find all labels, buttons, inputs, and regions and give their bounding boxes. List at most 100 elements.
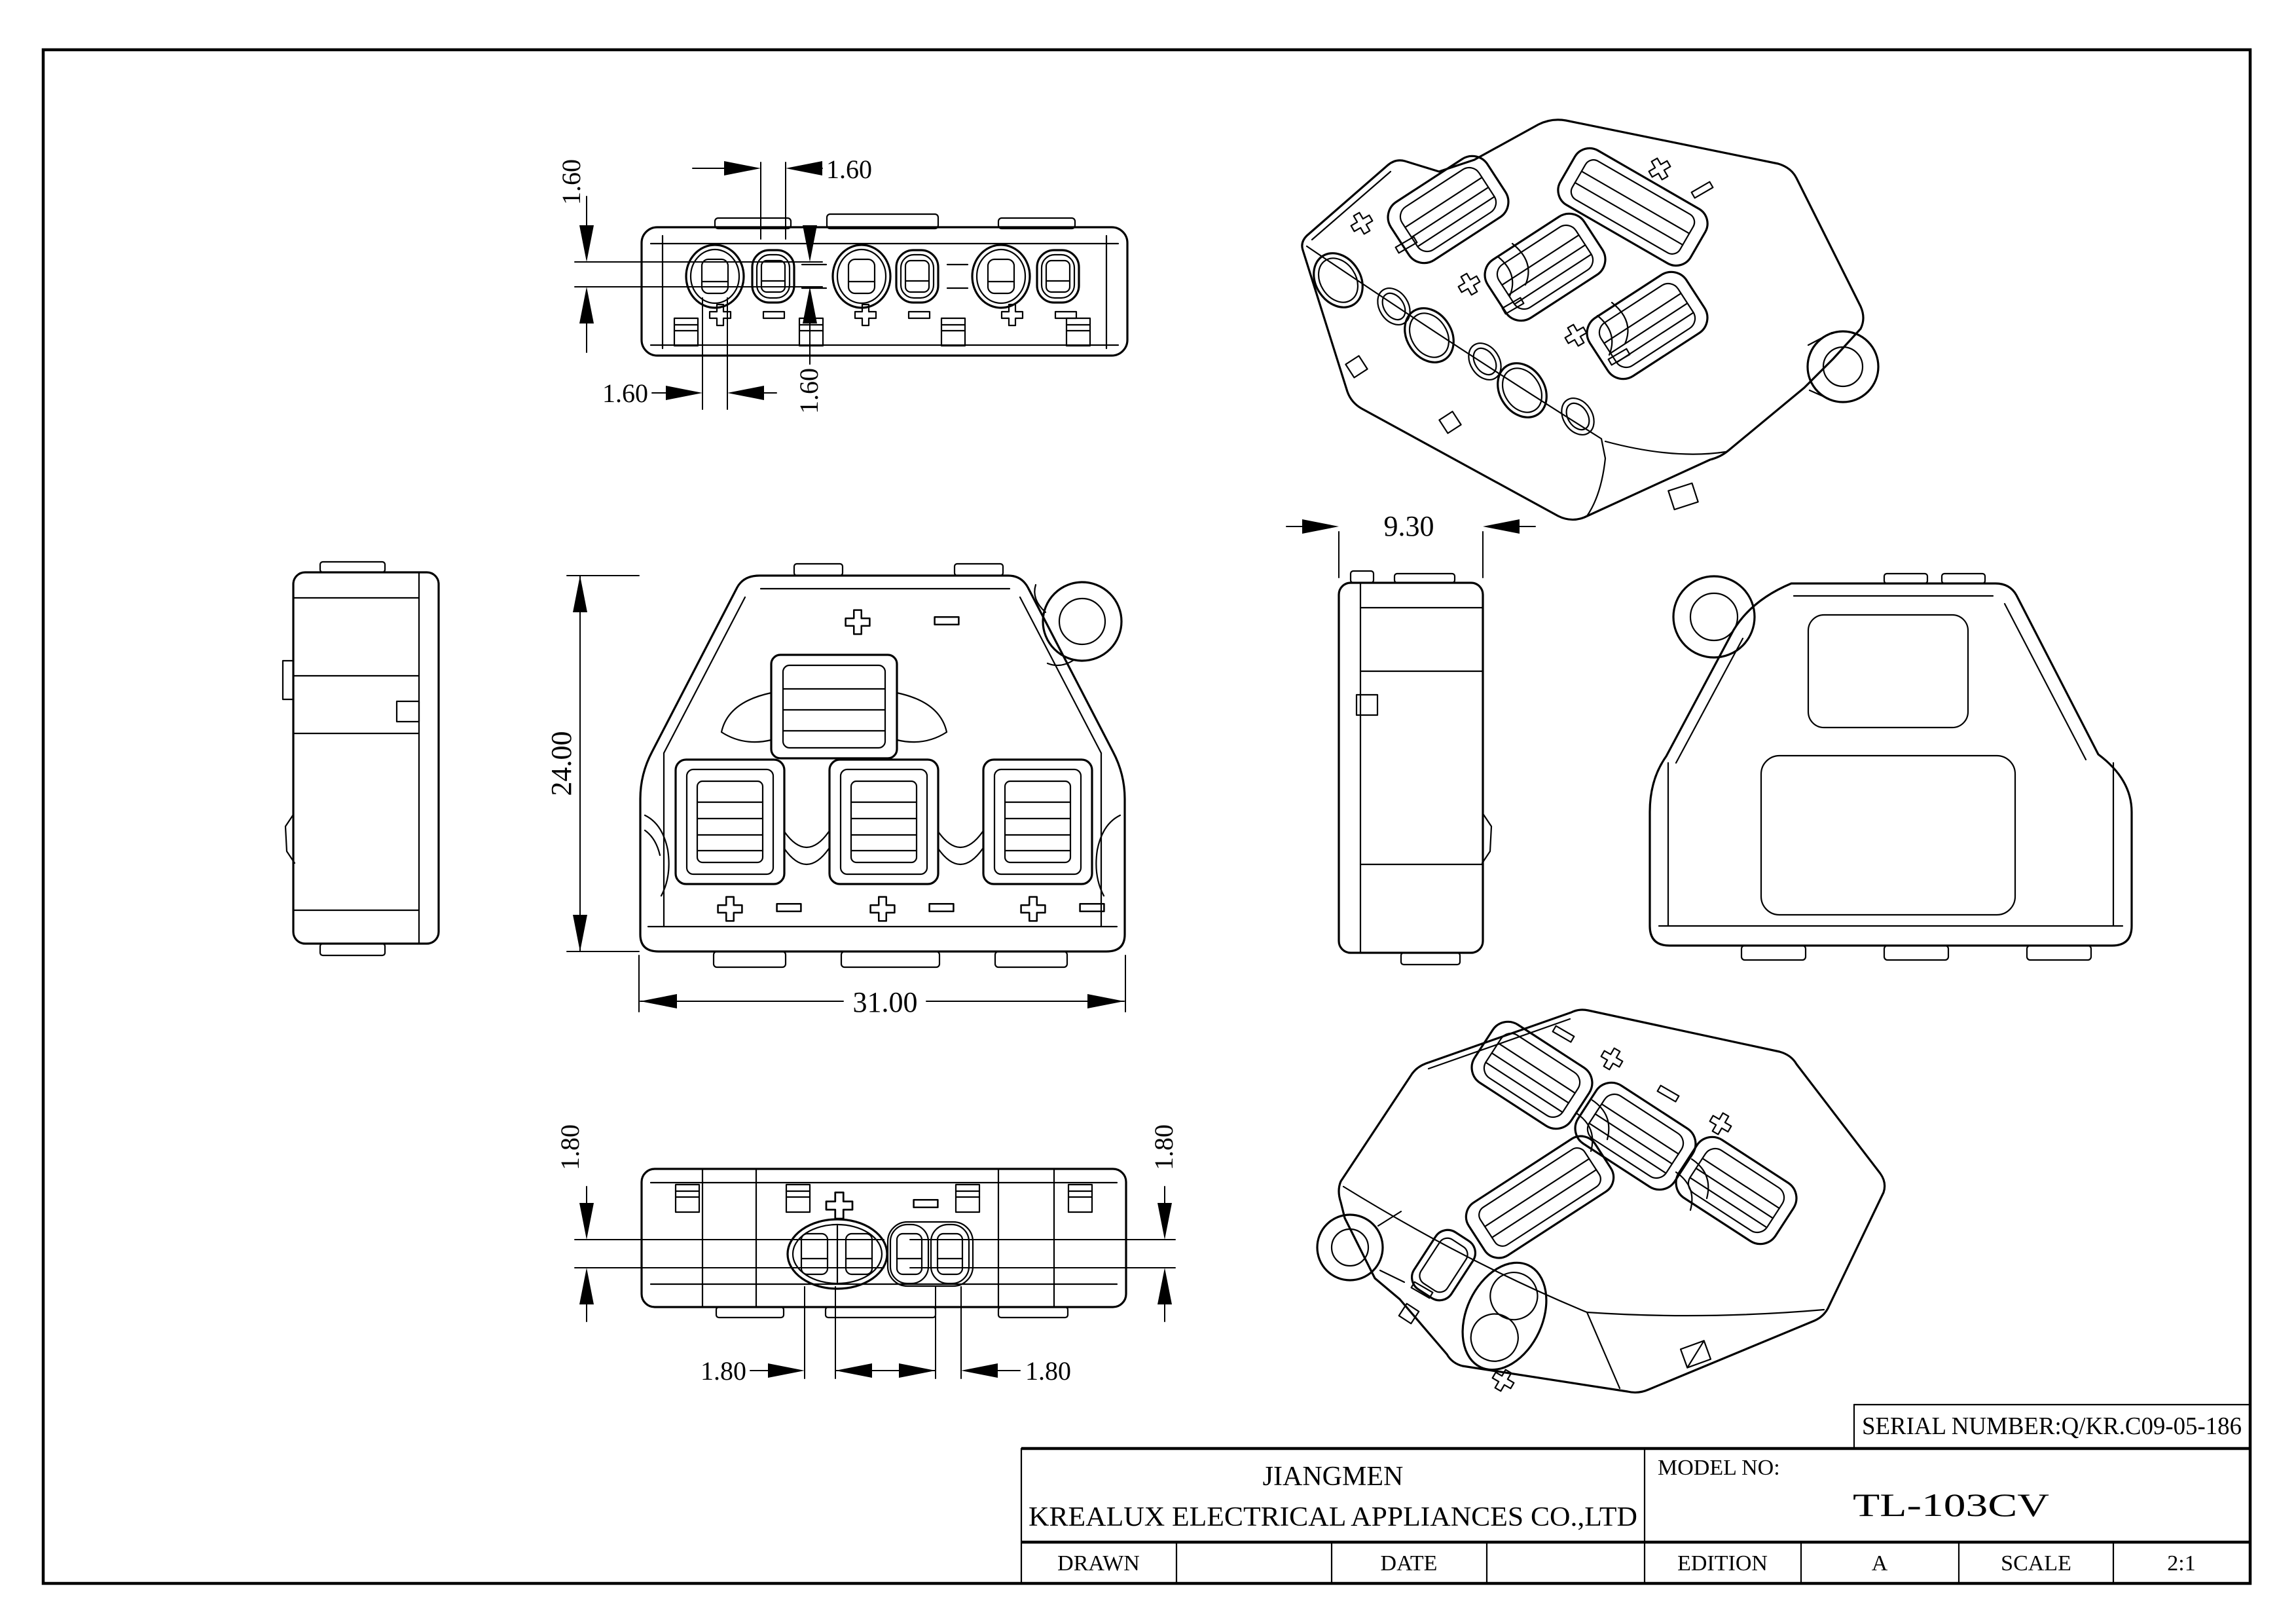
- side-latch-window: [1355, 693, 1379, 716]
- mounting-ear: [1316, 1213, 1384, 1282]
- polarity-minus-icon: [907, 310, 931, 320]
- lever-wing: [720, 692, 773, 743]
- wire-entry-ports: [786, 1218, 974, 1290]
- side-clip: [1481, 813, 1493, 864]
- polarity-minus-icon: [776, 902, 802, 913]
- dimension-label: 1.80: [701, 1356, 746, 1386]
- date-label: DATE: [1381, 1551, 1438, 1576]
- polarity-minus-icon: [762, 310, 786, 320]
- bottom-tab: [2026, 944, 2092, 961]
- polarity-plus-icon: [845, 609, 871, 635]
- release-rail: [783, 847, 830, 865]
- wire-port-small: [751, 249, 795, 304]
- dimension-label: 1.80: [1149, 1124, 1178, 1170]
- mounting-ear: [1672, 575, 1756, 659]
- clamp-lever: [1476, 206, 1614, 329]
- release-rail: [783, 830, 830, 848]
- latch-clip: [673, 317, 699, 347]
- polarity-minus-icon: [1690, 181, 1714, 199]
- housing-outline: [1301, 119, 1865, 521]
- dimension-left-180: 1.80: [555, 1124, 884, 1322]
- polarity-minus-icon: [928, 902, 955, 913]
- top-tab: [826, 213, 939, 230]
- polarity-minus-icon: [913, 1198, 939, 1209]
- dimension-label: 1.80: [555, 1124, 585, 1170]
- bottom-tab: [994, 950, 1068, 969]
- company-name-line2: KREALUX ELECTRICAL APPLIANCES CO.,LTD: [1029, 1502, 1637, 1532]
- bottom-latch: [1667, 482, 1699, 511]
- dimension-label: 1.60: [826, 155, 872, 184]
- top-tab: [953, 563, 1004, 577]
- bottom-tab: [1883, 944, 1950, 961]
- top-tab: [1393, 572, 1456, 584]
- dimension-middle-160: 1.60: [794, 225, 824, 414]
- polarity-plus-icon: [717, 896, 743, 922]
- dimension-label: 1.60: [556, 159, 586, 205]
- latch-clip: [1067, 1183, 1093, 1213]
- latch-clip: [940, 317, 966, 347]
- housing-outline: [1338, 1008, 1886, 1394]
- top-tab: [1883, 572, 1929, 585]
- view-top-plan: 1.60 1.60 1.60 1.60: [556, 155, 1129, 414]
- dimension-width-3100: 31.00: [638, 955, 1126, 1018]
- page-border: [41, 48, 2252, 1585]
- title-block: SERIAL NUMBER:Q/KR.C09-05-186 JIANGMEN K…: [1020, 1403, 2251, 1585]
- bottom-tab: [715, 1306, 785, 1319]
- release-rail: [937, 830, 984, 848]
- dimension-depth-930: 9.30: [1286, 510, 1536, 578]
- clamp-lever: [828, 758, 939, 885]
- dimension-left-160: 1.60: [556, 159, 823, 353]
- edition-label: EDITION: [1677, 1551, 1768, 1576]
- view-bottom: 1.80 1.80 1.80 1.80: [555, 1124, 1178, 1386]
- polarity-minus-icon: [1656, 1084, 1680, 1103]
- release-rail: [644, 814, 670, 897]
- scale-value: 2:1: [2167, 1551, 2195, 1576]
- release-rail: [937, 847, 984, 865]
- mounting-ear-hole: [1330, 1228, 1370, 1267]
- bottom-tab: [712, 950, 787, 969]
- dimension-label: 9.30: [1384, 510, 1434, 542]
- side-rib: [282, 659, 295, 701]
- dimension-bottom-180: 1.80 1.80: [701, 1286, 1071, 1386]
- clamp-lever: [1458, 1128, 1622, 1266]
- top-tab: [997, 217, 1076, 230]
- bottom-tab: [1400, 951, 1461, 966]
- mounting-ear-hole: [1058, 597, 1106, 646]
- clamp-lever-top: [720, 654, 948, 760]
- wire-port-large: [685, 244, 745, 309]
- view-isometric-top: [1301, 119, 1880, 521]
- dimension-top-160: 1.60: [692, 155, 872, 240]
- housing-outline: [639, 574, 1126, 953]
- clamp-lever: [1550, 141, 1715, 273]
- release-rail: [1095, 814, 1121, 897]
- clamp-lever: [1667, 1129, 1805, 1252]
- latch-clip: [1065, 317, 1091, 347]
- wire-port-small-iso: [1410, 1228, 1477, 1302]
- clamp-lever: [1578, 264, 1716, 387]
- view-isometric-bottom: [1316, 1008, 1886, 1395]
- dimension-label: 1.60: [602, 378, 648, 408]
- label-recess-small: [1807, 614, 1969, 729]
- wire-port-large: [831, 244, 892, 309]
- bottom-tab: [997, 1306, 1069, 1319]
- polarity-plus-icon: [825, 1191, 854, 1220]
- wire-port-small: [895, 249, 939, 304]
- bottom-tab: [319, 942, 386, 957]
- view-front: 24.00 31.00: [545, 563, 1126, 1018]
- housing-outline: [640, 226, 1129, 357]
- dimension-height-2400: 24.00: [545, 575, 640, 952]
- bottom-tab: [824, 1306, 937, 1319]
- clamp-lever: [674, 758, 786, 885]
- drawn-label: DRAWN: [1057, 1551, 1140, 1576]
- dimension-right-180: 1.80: [909, 1124, 1178, 1322]
- model-label: MODEL NO:: [1658, 1456, 1780, 1480]
- view-side-right: 9.30: [1286, 510, 1536, 966]
- wire-port-large: [1486, 352, 1558, 428]
- dimension-label: 31.00: [853, 986, 918, 1018]
- top-tab: [793, 563, 844, 577]
- polarity-plus-icon: [1597, 1044, 1627, 1074]
- polarity-plus-icon: [1347, 208, 1377, 238]
- keying-slot: [1438, 411, 1462, 434]
- bottom-latch: [1679, 1340, 1712, 1369]
